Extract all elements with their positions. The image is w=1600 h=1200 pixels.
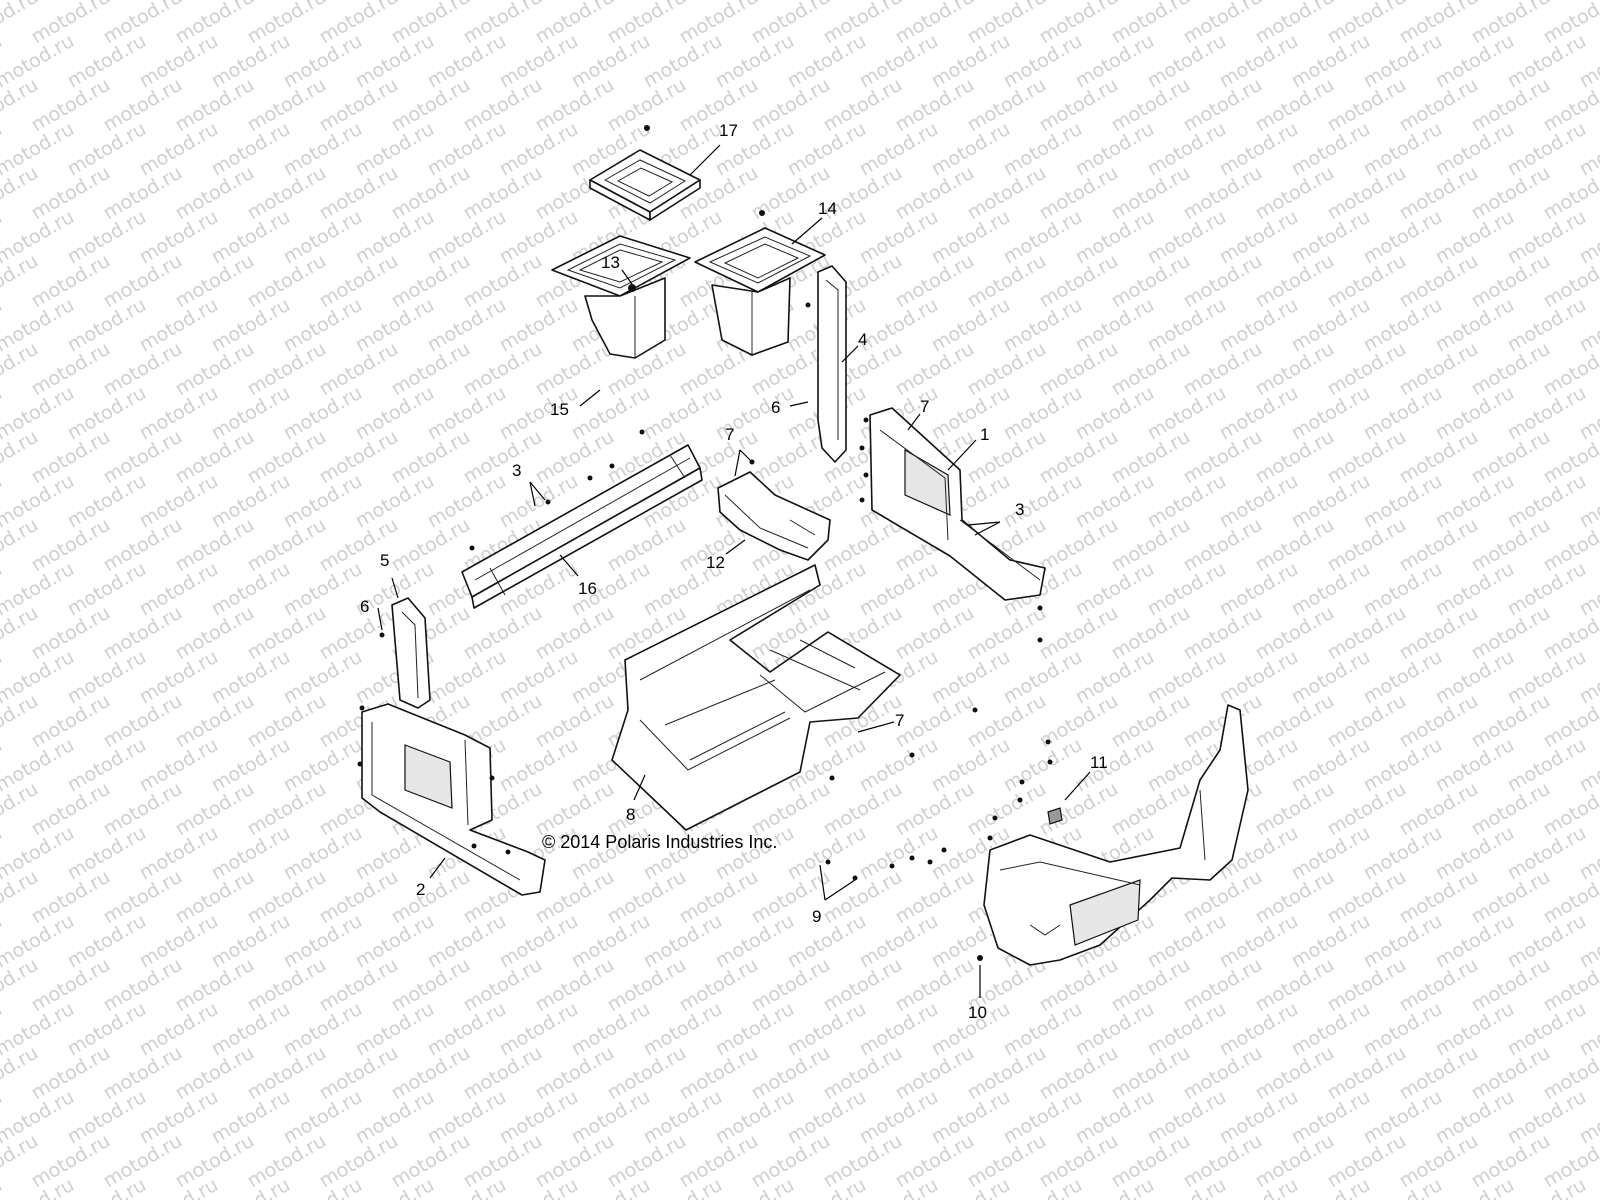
part-8-floor-pan — [611, 564, 901, 831]
part-15-storage-bin — [551, 235, 691, 359]
callout-17: 17 — [719, 121, 738, 140]
callout-3-left: 3 — [512, 461, 521, 480]
part-4-pillar-trim — [805, 265, 847, 463]
callout-7-floor: 7 — [895, 711, 904, 730]
callout-16: 16 — [578, 579, 597, 598]
part-17-tray — [589, 125, 701, 221]
callout-3-right: 3 — [1015, 500, 1024, 519]
callout-13: 13 — [601, 253, 620, 272]
leader-lines — [377, 144, 1091, 998]
callout-7-bracket: 7 — [725, 425, 734, 444]
part-16-center-rail — [461, 429, 703, 609]
part-5-pillar-trim — [379, 597, 431, 709]
callout-4: 4 — [858, 330, 867, 349]
part-10-rear-panel — [825, 605, 1249, 966]
callout-2: 2 — [416, 880, 425, 899]
callout-12: 12 — [706, 553, 725, 572]
callout-10: 10 — [968, 1003, 987, 1022]
watermark-text: motod.ru — [1576, 0, 1600, 4]
copyright-notice: © 2014 Polaris Industries Inc. — [542, 832, 777, 852]
callout-15: 15 — [550, 400, 569, 419]
callout-14: 14 — [818, 199, 837, 218]
callout-6-left: 6 — [360, 597, 369, 616]
callout-5: 5 — [380, 551, 389, 570]
callout-7-right-panel: 7 — [920, 397, 929, 416]
part-1-right-side-panel — [859, 407, 1046, 601]
callout-8: 8 — [626, 805, 635, 824]
callout-9: 9 — [812, 907, 821, 926]
callout-1: 1 — [980, 425, 989, 444]
callout-11: 11 — [1090, 753, 1108, 772]
callout-6-right: 6 — [771, 398, 780, 417]
part-2-left-side-panel — [357, 703, 546, 896]
callout-labels: 17 14 13 4 15 6 7 1 7 3 3 12 5 16 6 7 11… — [360, 121, 1108, 1022]
part-12-console-bracket — [717, 459, 831, 561]
